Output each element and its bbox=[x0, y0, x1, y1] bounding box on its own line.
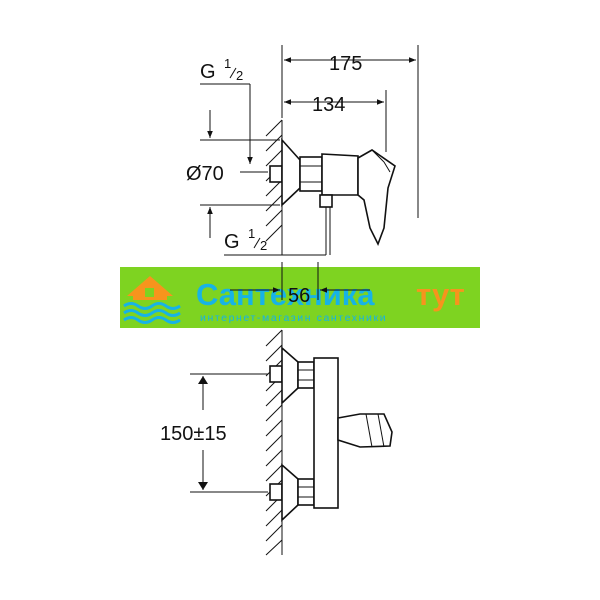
dim-56-label: 56 bbox=[288, 285, 310, 307]
thread-bottom-base: G bbox=[224, 231, 240, 253]
outlet-nut bbox=[319, 194, 333, 208]
connection-nut bbox=[299, 156, 323, 192]
wall-flange bbox=[281, 137, 301, 207]
thread-top: G 1 2 bbox=[200, 56, 253, 164]
dim-56: 56 bbox=[230, 262, 370, 307]
dim-175: 175 bbox=[281, 45, 419, 218]
thread-top-base: G bbox=[200, 61, 216, 83]
lever-handle bbox=[357, 149, 396, 246]
dim-diameter-label: Ø70 bbox=[186, 163, 224, 185]
thread-top-num: 1 bbox=[224, 56, 231, 71]
plan-lever-handle bbox=[337, 413, 393, 448]
watermark: Сантехника тут интернет-магазин сантехни… bbox=[120, 267, 480, 328]
lower-inlet-stub bbox=[269, 483, 283, 501]
watermark-tagline: интернет-магазин сантехники bbox=[200, 312, 387, 324]
side-view bbox=[265, 119, 396, 255]
dim-150: 150±15 bbox=[160, 373, 268, 493]
house-with-waves-icon bbox=[123, 276, 181, 324]
dim-134-label: 134 bbox=[312, 94, 345, 116]
thread-bottom: G 1 2 bbox=[224, 226, 326, 256]
upper-nut bbox=[297, 361, 315, 389]
mixer-body bbox=[321, 153, 359, 196]
plan-mixer-body bbox=[313, 357, 339, 509]
dim-134: 134 bbox=[284, 90, 387, 152]
watermark-brand-part2: тут bbox=[416, 277, 465, 312]
wall-hatch-bottom bbox=[265, 329, 283, 556]
thread-top-den: 2 bbox=[236, 68, 243, 83]
lower-flange bbox=[281, 463, 299, 522]
watermark-brand-part1: Сантехника bbox=[196, 277, 375, 312]
inlet-stub bbox=[269, 165, 283, 183]
dim-diameter: Ø70 bbox=[186, 110, 280, 238]
thread-bottom-den: 2 bbox=[260, 238, 267, 253]
watermark-band bbox=[120, 267, 480, 328]
plan-view bbox=[265, 329, 393, 556]
upper-inlet-stub bbox=[269, 365, 283, 383]
dim-150-label: 150±15 bbox=[160, 423, 227, 445]
lower-nut bbox=[297, 478, 315, 506]
thread-bottom-num: 1 bbox=[248, 226, 255, 241]
upper-flange bbox=[281, 346, 299, 405]
dim-175-label: 175 bbox=[329, 53, 362, 75]
